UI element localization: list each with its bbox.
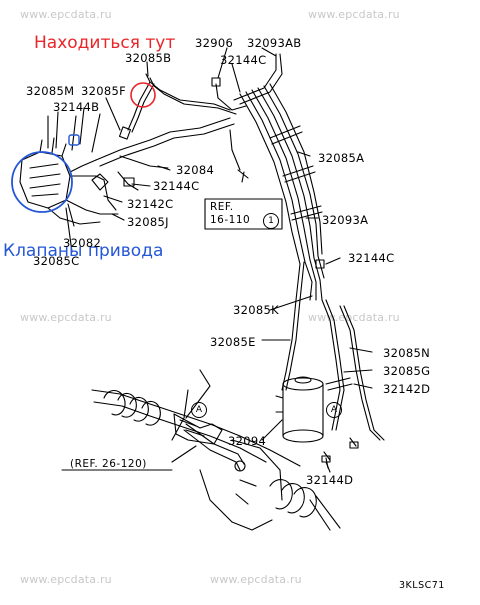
part-label: 32906 [195, 36, 234, 50]
watermark: www.epcdata.ru [308, 311, 400, 324]
ref-26-120-label: (REF. 26-120) [70, 458, 147, 470]
ref-box-label: REF. [210, 201, 234, 213]
part-label: 32094 [228, 434, 267, 448]
mark-a-circle: A [326, 402, 342, 418]
location-annotation: Находиться тут [34, 33, 176, 53]
part-label: 32085A [318, 151, 365, 165]
part-label: 32085J [127, 215, 169, 229]
ref-circle-number: 1 [263, 213, 279, 229]
part-label: 32144B [53, 100, 100, 114]
part-label: 32085M [26, 84, 75, 98]
part-label: 32144C [348, 251, 395, 265]
part-label: 32142C [127, 197, 174, 211]
watermark: www.epcdata.ru [20, 8, 112, 21]
part-label: 32084 [176, 163, 215, 177]
part-label: 32144D [306, 473, 354, 487]
part-label: 32085K [233, 303, 279, 317]
part-label: 32144C [153, 179, 200, 193]
part-label: 32085G [383, 364, 431, 378]
watermark: www.epcdata.ru [20, 573, 112, 586]
watermark: www.epcdata.ru [20, 311, 112, 324]
part-label: 32144C [220, 53, 267, 67]
part-label: 32142D [383, 382, 431, 396]
part-label: 32085C [33, 254, 80, 268]
part-label: 32085F [81, 84, 126, 98]
location-highlight-circle [130, 82, 156, 108]
part-label: 32085N [383, 346, 430, 360]
part-label: 32093AB [247, 36, 302, 50]
diagram-code: 3KLSC71 [399, 580, 445, 591]
mark-a-circle: A [191, 402, 207, 418]
valves-annotation: Клапаны привода [3, 241, 164, 261]
watermark: www.epcdata.ru [210, 573, 302, 586]
watermark: www.epcdata.ru [308, 8, 400, 21]
part-label: 32082 [63, 236, 102, 250]
part-label: 32093A [322, 213, 369, 227]
part-label: 32085E [210, 335, 256, 349]
valves-highlight-circle [11, 151, 73, 213]
part-label: 32085B [125, 51, 172, 65]
ref-box-label: 16-110 [210, 214, 251, 226]
